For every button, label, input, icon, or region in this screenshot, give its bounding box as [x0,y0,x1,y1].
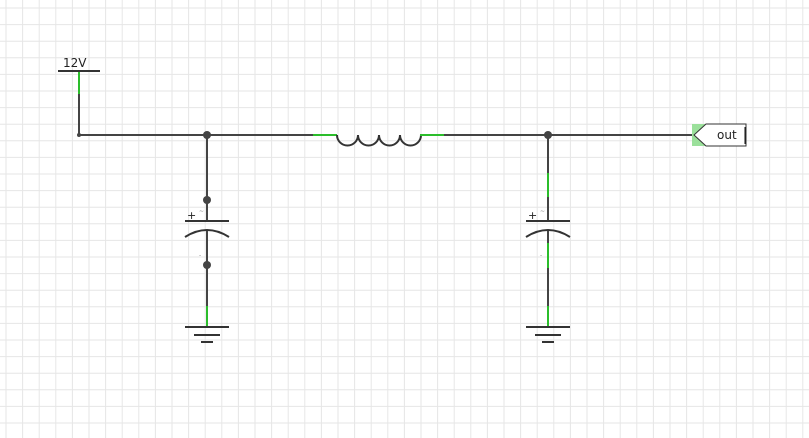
polarized-capacitor-2[interactable]: + ~ - [525,173,571,306]
output-port[interactable]: out [692,123,747,147]
inductor[interactable] [313,134,444,147]
ground-1[interactable] [185,306,229,343]
cap2-plus-sign: + [528,209,537,222]
cap1-pin-bottom [203,261,211,269]
power-label: 12V [63,56,87,70]
output-port-label: out [717,128,737,142]
ground-2[interactable] [526,306,570,343]
wire-power-to-left-junction[interactable] [78,72,207,136]
cap1-pin-mark-bottom: - [199,252,201,259]
polarized-capacitor-1[interactable]: + ~ - [184,196,230,269]
power-corner-dot [77,133,81,137]
power-supply-12v[interactable]: 12V [58,56,100,137]
inductor-coil [336,134,422,147]
junction-left[interactable] [203,131,211,139]
cap2-pin-mark-bottom: - [540,252,542,259]
cap2-pin-mark-top: ~ [540,208,545,215]
cap2-plate-negative [525,229,571,238]
cap1-pin-mark-top: ~ [199,208,204,215]
cap1-plate-negative [184,229,230,238]
output-port-body [693,123,747,147]
junction-right[interactable] [544,131,552,139]
cap1-plus-sign: + [187,209,196,222]
